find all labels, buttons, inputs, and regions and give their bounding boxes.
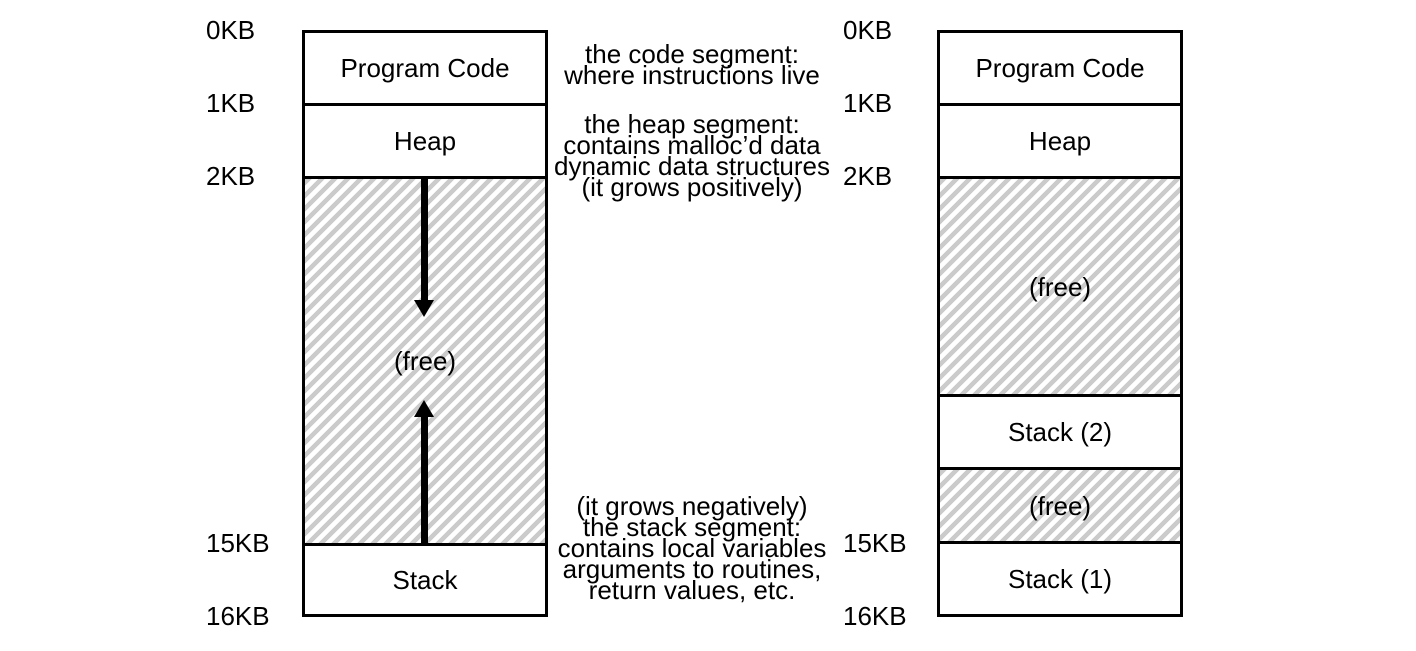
annotation-heap-segment: the heap segment: contains malloc’d data… [544, 109, 840, 202]
annotation-line: the code segment: [585, 39, 799, 69]
segment-free-upper: (free) [940, 179, 1180, 397]
segment-stack-1: Stack (1) [940, 544, 1180, 614]
annotation-line: the heap segment: [584, 109, 800, 139]
segment-label: Program Code [975, 53, 1145, 83]
kb-label-left-1: 1KB [206, 88, 256, 118]
segment-label: Heap [1028, 126, 1092, 156]
segment-label: Program Code [340, 53, 510, 83]
segment-program-code: Program Code [940, 33, 1180, 106]
annotation-line: (it grows negatively) [576, 491, 808, 521]
annotation-line: (it grows positively) [581, 172, 803, 202]
segment-stack: Stack [305, 546, 545, 614]
segment-free-lower: (free) [940, 470, 1180, 544]
arrow-line [421, 179, 428, 300]
kb-label-left-16: 16KB [206, 601, 270, 631]
segment-program-code: Program Code [305, 33, 545, 106]
kb-label-left-2: 2KB [206, 161, 256, 191]
annotation-line: where instructions live [564, 60, 820, 90]
segment-label: Stack [392, 565, 458, 595]
segment-heap: Heap [940, 106, 1180, 179]
kb-label-right-0: 0KB [843, 15, 893, 45]
segment-label: Heap [393, 126, 457, 156]
memory-box-two-stacks: Program Code Heap (free) Stack (2) (free… [937, 30, 1183, 617]
annotation-line: arguments to routines, [562, 554, 822, 584]
annotation-stack-segment: (it grows negatively) the stack segment:… [544, 491, 840, 605]
annotation-line: the stack segment: [582, 512, 802, 542]
segment-label: Stack (1) [1007, 564, 1113, 594]
segment-label: (free) [1028, 271, 1092, 302]
arrow-head-down-icon [414, 300, 434, 317]
segment-label: Stack (2) [1007, 417, 1113, 447]
segment-label: (free) [393, 346, 457, 376]
arrow-head-up-icon [414, 400, 434, 417]
kb-label-right-16: 16KB [843, 601, 907, 631]
annotation-line: dynamic data structures [553, 151, 830, 181]
kb-label-right-1: 1KB [843, 88, 893, 118]
segment-stack-2: Stack (2) [940, 397, 1180, 470]
annotation-line: contains local variables [557, 533, 827, 563]
arrow-line [421, 417, 428, 543]
kb-label-left-0: 0KB [206, 15, 256, 45]
kb-label-right-2: 2KB [843, 161, 893, 191]
annotation-line: contains malloc’d data [563, 130, 821, 160]
annotation-code-segment: the code segment: where instructions liv… [544, 39, 840, 90]
kb-label-right-15: 15KB [843, 528, 907, 558]
segment-heap: Heap [305, 106, 545, 179]
annotation-line: return values, etc. [588, 575, 796, 605]
segment-label: (free) [1028, 490, 1092, 521]
kb-label-left-15: 15KB [206, 528, 270, 558]
